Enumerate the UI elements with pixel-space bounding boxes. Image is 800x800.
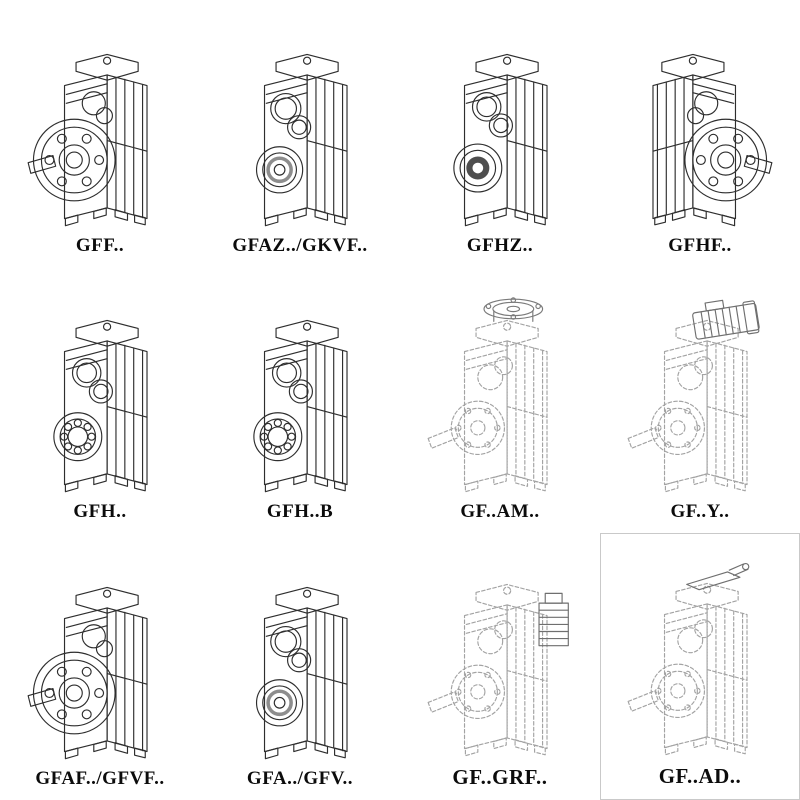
gearbox-figure-flange-output (9, 560, 191, 764)
model-label: GF..Y.. (670, 501, 730, 523)
gearbox-figure-hollow-shaft (209, 560, 391, 764)
gearbox-figure-foot-mounted (9, 293, 191, 497)
model-label: GF..AM.. (460, 501, 540, 523)
model-label: GFH.. (73, 501, 127, 523)
catalog-cell-gf-grf: GF..GRF.. (400, 533, 600, 800)
gearbox-figure-input-shaft-adapter (609, 556, 791, 760)
model-label: GF..GRF.. (452, 764, 548, 789)
gearbox-figure-flange-output-right (609, 27, 791, 231)
gearbox-figure-flange-output (9, 27, 191, 231)
model-label: GFHZ.. (466, 234, 534, 256)
catalog-cell-gfaf-gfvf: GFAF../GFVF.. (0, 533, 200, 800)
gearbox-figure-foot-mounted-b (209, 293, 391, 497)
catalog-cell-gfhf: GFHF.. (600, 0, 800, 267)
model-label: GFH..B (266, 501, 334, 523)
catalog-cell-gf-y: GF..Y.. (600, 267, 800, 534)
catalog-cell-gfaz-gkvf: GFAZ../GKVF.. (200, 0, 400, 267)
catalog-cell-gf-ad: GF..AD.. (600, 533, 800, 800)
catalog-cell-gf-am: GF..AM.. (400, 267, 600, 534)
model-label: GFAZ../GKVF.. (232, 234, 368, 256)
gearbox-figure-hollow-shaft-shaded (409, 27, 591, 231)
catalog-cell-gfhz: GFHZ.. (400, 0, 600, 267)
gearbox-figure-motor-adapter-flange (409, 293, 591, 497)
model-label: GF..AD.. (658, 763, 742, 788)
gearbox-figure-mounted-motor (609, 293, 791, 497)
gearbox-figure-hollow-shaft (209, 27, 391, 231)
catalog-cell-gfh-b: GFH..B (200, 267, 400, 534)
gearbox-figure-side-adapter (409, 557, 591, 761)
model-label: GFHF.. (668, 234, 732, 256)
model-label: GFA../GFV.. (246, 767, 354, 789)
catalog-cell-gfa-gfv: GFA../GFV.. (200, 533, 400, 800)
model-label: GFF.. (75, 234, 125, 256)
catalog-cell-gff: GFF.. (0, 0, 200, 267)
catalog-cell-gfh: GFH.. (0, 267, 200, 534)
model-label: GFAF../GFVF.. (35, 767, 165, 789)
